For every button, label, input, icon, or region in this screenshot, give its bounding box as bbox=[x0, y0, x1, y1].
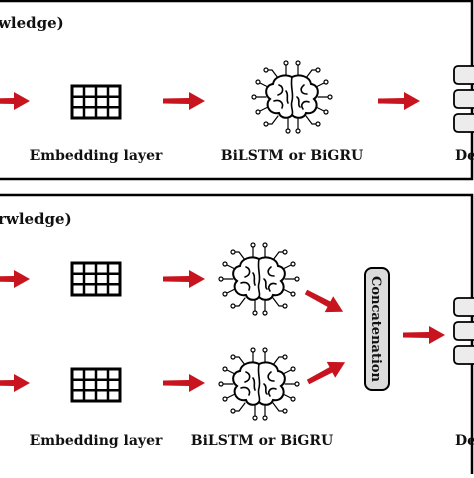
top-label-rnn: BiLSTM or BiGRU bbox=[221, 148, 363, 164]
bottom-arrow-embed-to-rnn-1 bbox=[163, 270, 205, 288]
top-panel-title: wledge) bbox=[0, 14, 64, 32]
bottom-arrow-input-2 bbox=[0, 374, 30, 392]
top-label-embedding: Embedding layer bbox=[30, 148, 163, 164]
top-arrow-embed-to-rnn bbox=[163, 92, 205, 110]
dense-stack-icon bbox=[453, 297, 474, 365]
bottom-arrow-rnn2-to-concat bbox=[303, 354, 350, 390]
bottom-arrow-concat-to-dense bbox=[403, 326, 445, 344]
concatenation-box bbox=[364, 267, 390, 391]
embedding-grid-icon bbox=[70, 261, 122, 297]
bottom-label-embedding: Embedding layer bbox=[30, 433, 163, 449]
bottom-arrow-rnn1-to-concat bbox=[301, 284, 348, 320]
embedding-grid-icon bbox=[70, 84, 122, 120]
top-arrow-rnn-to-dense bbox=[378, 92, 420, 110]
embedding-grid-icon bbox=[70, 367, 122, 403]
brain-circuit-icon bbox=[218, 242, 300, 316]
bottom-arrow-input-1 bbox=[0, 270, 30, 288]
top-arrow-input bbox=[0, 92, 30, 110]
concatenation-label: Concatenation bbox=[368, 276, 383, 383]
brain-circuit-icon bbox=[251, 60, 333, 134]
bottom-arrow-embed-to-rnn-2 bbox=[163, 374, 205, 392]
bottom-panel-title: rwledge) bbox=[0, 210, 72, 228]
bottom-label-rnn: BiLSTM or BiGRU bbox=[191, 433, 333, 449]
brain-circuit-icon bbox=[218, 347, 300, 421]
dense-stack-icon bbox=[453, 65, 474, 133]
bottom-label-dense: De bbox=[455, 433, 474, 449]
top-label-dense: De bbox=[455, 148, 474, 164]
